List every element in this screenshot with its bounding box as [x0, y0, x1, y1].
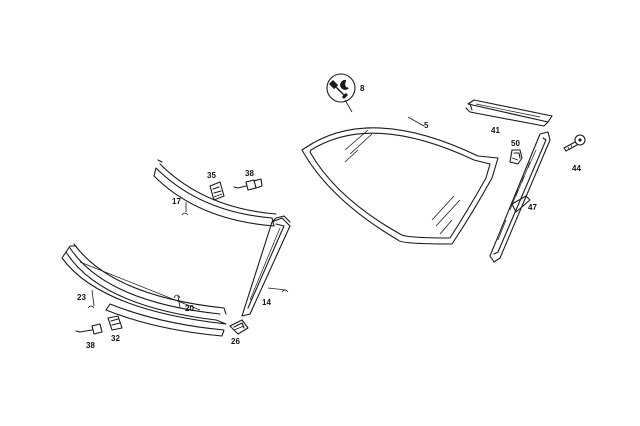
part-17-upper-strip: [153, 159, 277, 227]
label-32: 32: [111, 334, 120, 343]
part-5-windshield: [301, 116, 499, 245]
label-5: 5: [424, 121, 429, 130]
label-20: 20: [185, 304, 194, 313]
label-44: 44: [572, 164, 581, 173]
label-17: 17: [172, 197, 181, 206]
label-35: 35: [207, 171, 216, 180]
part-14-side-strip: [241, 215, 291, 317]
part-38-fastener-upper: [233, 178, 263, 191]
part-47-pillar-trim: [489, 131, 551, 263]
part-26-end-cap: [229, 319, 249, 335]
label-14: 14: [262, 298, 271, 307]
part-50-clip: [509, 149, 523, 165]
part-23-lower-molding: [61, 243, 227, 325]
label-26: 26: [231, 337, 240, 346]
label-23: 23: [77, 293, 86, 302]
part-35-bracket: [209, 181, 225, 201]
label-38-upper: 38: [245, 169, 254, 178]
label-8: 8: [360, 84, 365, 93]
part-38-fastener-lower: [75, 323, 103, 335]
label-50: 50: [511, 139, 520, 148]
label-38-lower: 38: [86, 341, 95, 350]
part-32-clip: [107, 315, 123, 331]
part-20-inner-strip: [105, 294, 225, 337]
label-41: 41: [491, 126, 500, 135]
part-41-trim-strip: [465, 99, 553, 127]
part-44-screw: [563, 134, 586, 152]
label-47: 47: [528, 203, 537, 212]
part-8-wrench-symbol: [326, 73, 356, 113]
